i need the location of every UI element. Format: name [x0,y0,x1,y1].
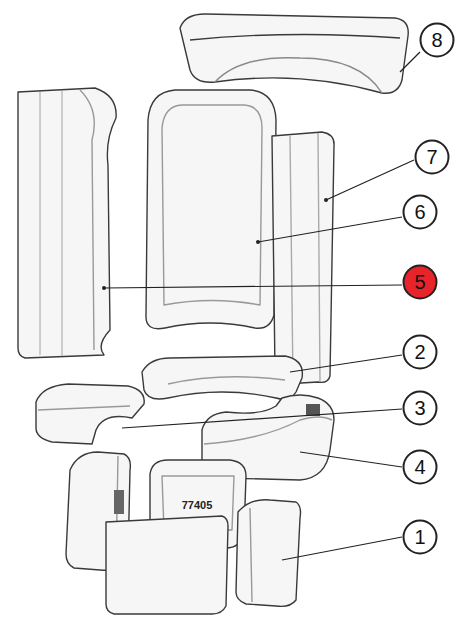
grate-brick [236,500,301,607]
callout-circle: 3 [402,390,438,426]
floor-brick-back [142,356,302,399]
side-panel-left [18,88,116,358]
baffle-part [180,14,408,93]
callout-number: 6 [402,194,438,230]
callout-circle: 6 [402,194,438,230]
leader-lines [104,52,420,560]
callout-circle: 5 [402,264,438,300]
grate-brick [106,516,228,614]
callout-number: 5 [402,264,438,300]
side-panel-right [272,132,334,384]
callout-number: 8 [419,22,455,58]
callout-circle: 8 [419,22,455,58]
floor-brick-left [36,384,144,444]
part-marking: 77405 [182,499,213,511]
callout-number: 1 [402,519,438,555]
callout-number: 2 [402,334,438,370]
back-panel [146,90,276,329]
callout-circle: 1 [402,519,438,555]
callout-circle: 2 [402,334,438,370]
callout-number: 3 [402,390,438,426]
callout-number: 4 [402,449,438,485]
callout-number: 7 [414,139,450,175]
callout-circle: 4 [402,449,438,485]
callout-circle: 7 [414,139,450,175]
